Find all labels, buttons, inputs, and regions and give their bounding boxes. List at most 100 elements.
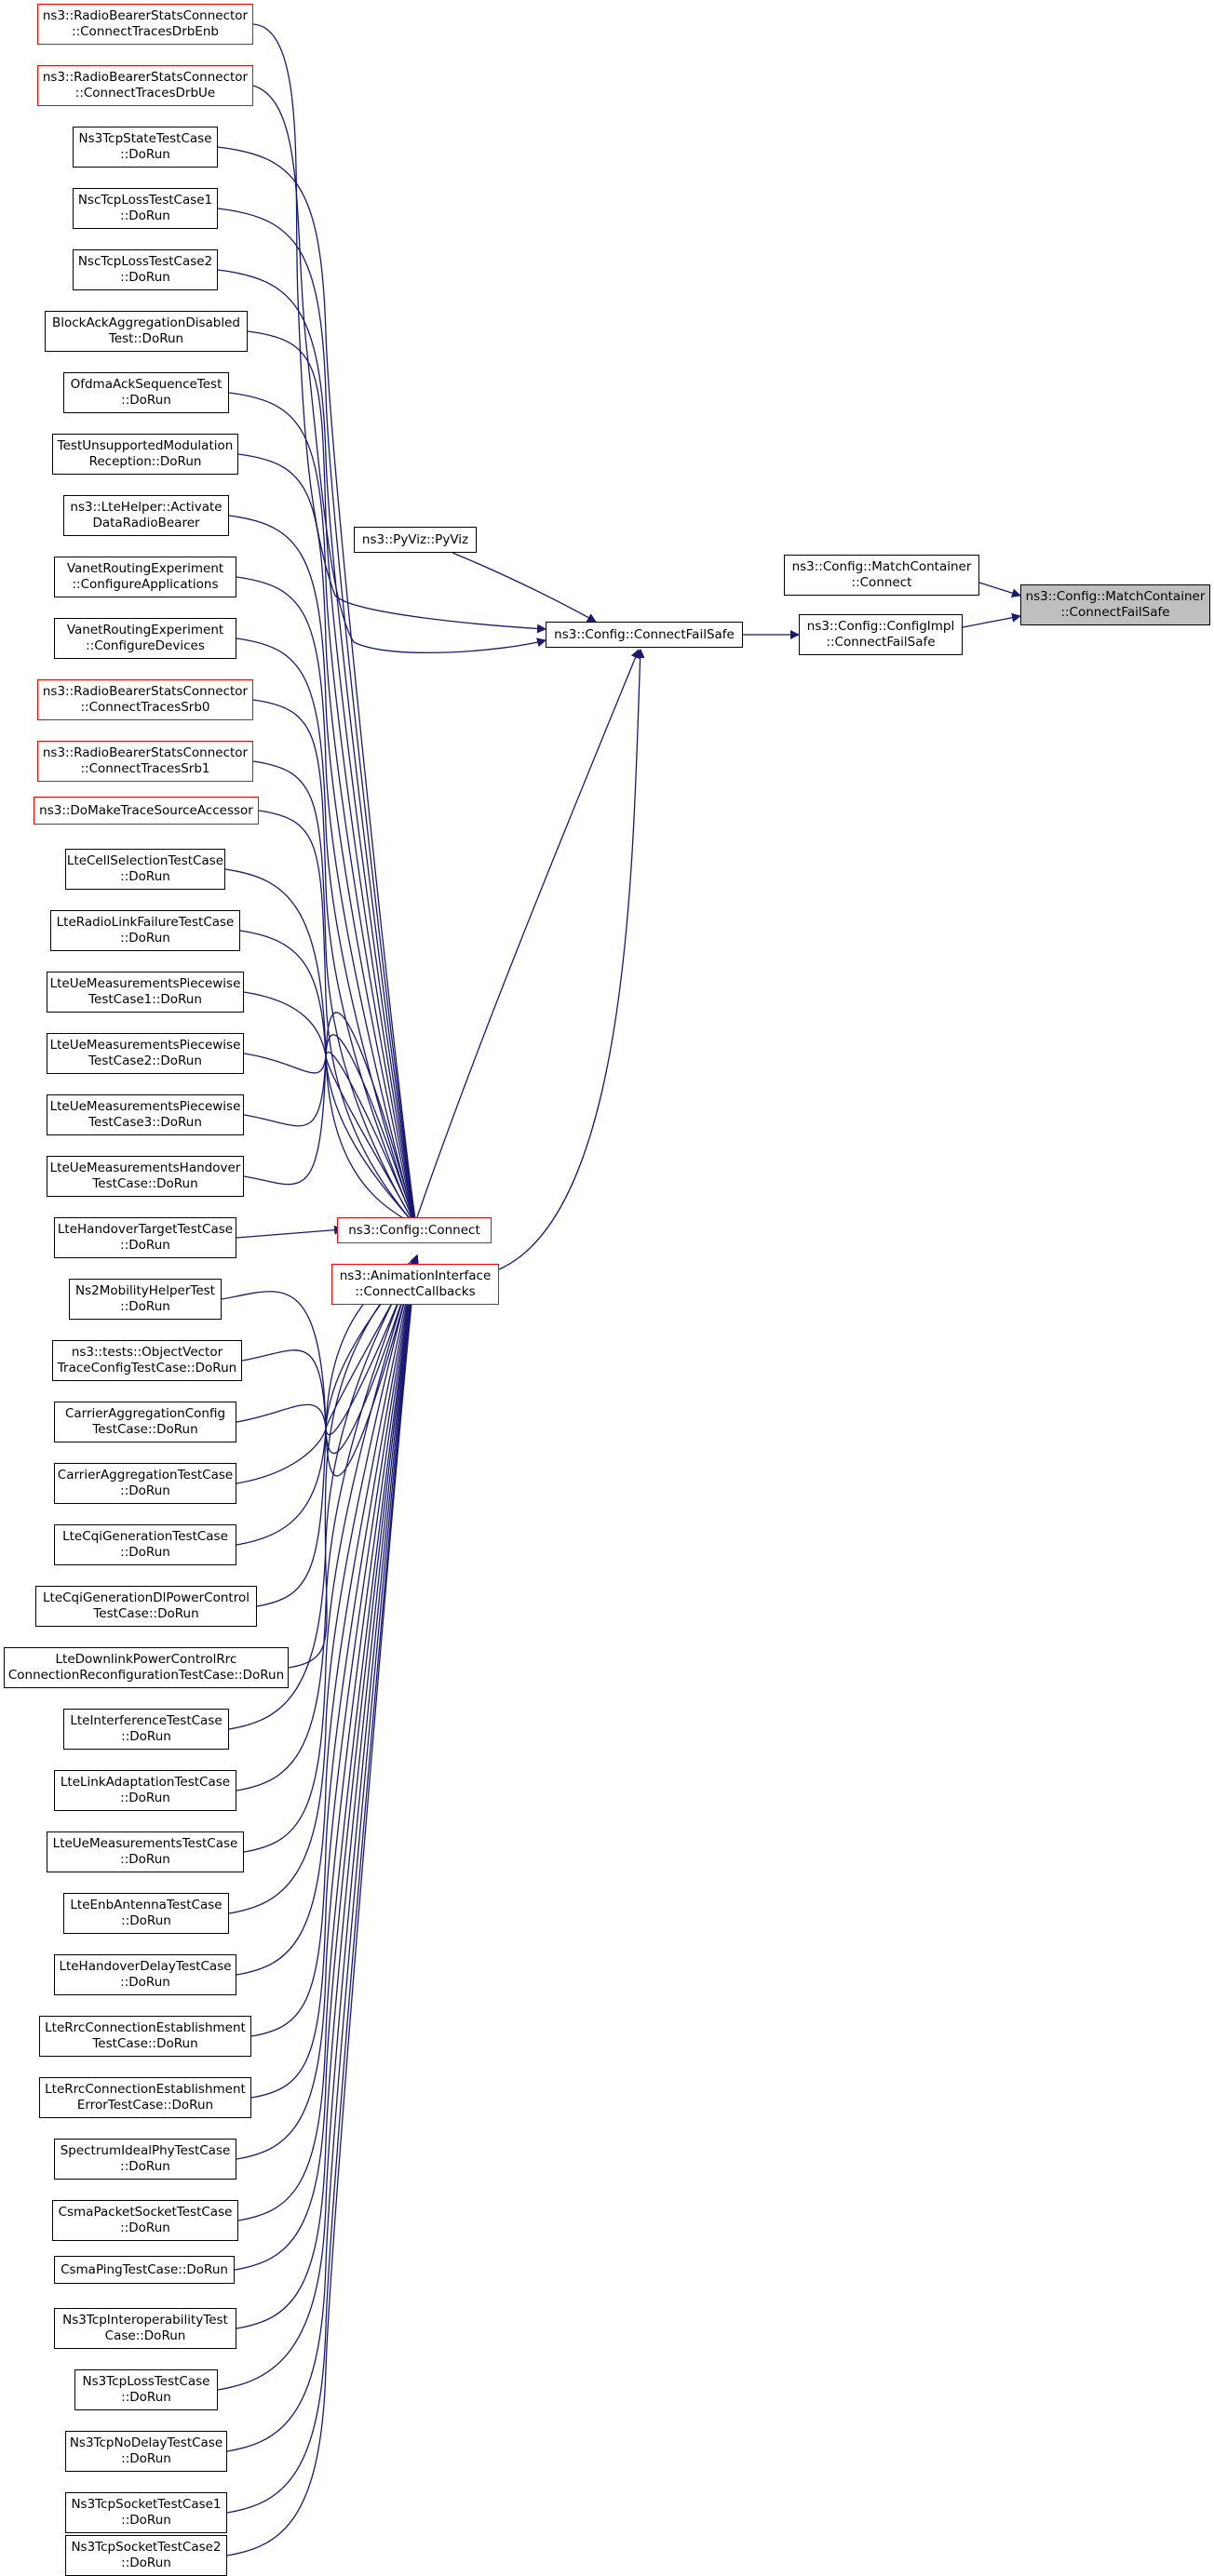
node-ns3-tcp-state-test-case[interactable]: Ns3TcpStateTestCase::DoRun — [73, 127, 218, 168]
node-label-line: Ns3TcpSocketTestCase1 — [71, 2497, 222, 2512]
node-config-impl-connect-fail-safe[interactable]: ns3::Config::ConfigImpl::ConnectFailSafe — [799, 614, 963, 655]
node-ns2-mobility-helper-test[interactable]: Ns2MobilityHelperTest::DoRun — [69, 1279, 222, 1320]
node-ns3-tcp-no-delay-test-case[interactable]: Ns3TcpNoDelayTestCase::DoRun — [65, 2431, 227, 2472]
node-ns3-tcp-socket-test-case2[interactable]: Ns3TcpSocketTestCase2::DoRun — [65, 2535, 227, 2576]
node-label-line: TestCase::DoRun — [92, 1176, 198, 1191]
node-py-viz-py-viz[interactable]: ns3::PyViz::PyViz — [354, 527, 477, 553]
node-lte-ue-measurements-test-case[interactable]: LteUeMeasurementsTestCase::DoRun — [47, 1831, 244, 1872]
node-lte-cqi-generation-test-case[interactable]: LteCqiGenerationTestCase::DoRun — [54, 1524, 236, 1565]
node-label-line: NscTcpLossTestCase1 — [77, 193, 213, 208]
node-ns3-tcp-loss-test-case[interactable]: Ns3TcpLossTestCase::DoRun — [74, 2369, 218, 2410]
node-match-container-connect[interactable]: ns3::Config::MatchContainer::Connect — [784, 555, 979, 596]
node-label-line: ::DoRun — [121, 1913, 171, 1928]
node-label-line: ::DoRun — [120, 1791, 170, 1805]
node-carrier-aggregation-test-case[interactable]: CarrierAggregationTestCase::DoRun — [54, 1463, 236, 1504]
node-label-line: ns3::Config::ConfigImpl — [806, 619, 955, 634]
node-match-container-connect-fail-safe: ns3::Config::MatchContainer::ConnectFail… — [1020, 584, 1210, 625]
node-nsc-tcp-loss-test-case2[interactable]: NscTcpLossTestCase2::DoRun — [73, 249, 218, 290]
edge-to-config-connect — [237, 453, 419, 1230]
node-ns3-tcp-socket-test-case1[interactable]: Ns3TcpSocketTestCase1::DoRun — [65, 2492, 227, 2533]
edge-to-config-connect — [250, 1254, 419, 2099]
node-label-line: CsmaPingTestCase::DoRun — [61, 2261, 228, 2277]
node-csma-ping-test-case[interactable]: CsmaPingTestCase::DoRun — [54, 2256, 235, 2284]
edge-to-connect-fail-safe — [252, 23, 546, 634]
node-label-line: SpectrumIdealPhyTestCase — [60, 2143, 231, 2158]
node-do-make-trace-source-accessor[interactable]: ns3::DoMakeTraceSourceAccessor — [34, 797, 259, 825]
node-nsc-tcp-loss-test-case1[interactable]: NscTcpLossTestCase1::DoRun — [73, 188, 218, 229]
node-label-line: ::ConfigureApplications — [72, 577, 219, 592]
node-vanet-configure-applications[interactable]: VanetRoutingExperiment::ConfigureApplica… — [54, 557, 236, 597]
node-label-line: TestCase3::DoRun — [88, 1115, 202, 1130]
edge-to-config-connect — [236, 637, 419, 1230]
node-lte-link-adaptation-test-case[interactable]: LteLinkAdaptationTestCase::DoRun — [54, 1770, 236, 1811]
node-label-line: Case::DoRun — [104, 2328, 186, 2343]
node-label-line: Ns3TcpSocketTestCase2 — [71, 2540, 222, 2555]
node-connect-traces-srb1[interactable]: ns3::RadioBearerStatsConnector::ConnectT… — [37, 741, 253, 782]
node-connect-traces-drb-enb[interactable]: ns3::RadioBearerStatsConnector::ConnectT… — [37, 4, 253, 45]
node-label-line: TestCase::DoRun — [92, 1422, 198, 1437]
node-label-line: ::DoRun — [120, 869, 170, 884]
node-label-line: Test::DoRun — [108, 331, 184, 346]
edge-to-config-connect — [252, 699, 419, 1230]
node-vanet-configure-devices[interactable]: VanetRoutingExperiment::ConfigureDevices — [54, 618, 236, 659]
node-label-line: LteUeMeasurementsHandover — [49, 1161, 241, 1175]
node-label-line: CarrierAggregationTestCase — [57, 1468, 234, 1483]
node-lte-interference-test-case[interactable]: LteInterferenceTestCase::DoRun — [63, 1709, 229, 1750]
node-label-line: LteRrcConnectionEstablishment — [45, 2020, 246, 2035]
node-label-line: ::DoRun — [120, 2220, 170, 2235]
node-label-line: TestCase::DoRun — [93, 1606, 199, 1621]
node-lte-handover-target-test-case[interactable]: LteHandoverTargetTestCase::DoRun — [54, 1217, 236, 1258]
node-label-line: LteHandoverTargetTestCase — [57, 1222, 234, 1237]
node-label-line: ErrorTestCase::DoRun — [76, 2098, 214, 2113]
node-csma-packet-socket-test-case[interactable]: CsmaPacketSocketTestCase::DoRun — [52, 2200, 238, 2241]
node-connect-traces-drb-ue[interactable]: ns3::RadioBearerStatsConnector::ConnectT… — [37, 65, 253, 106]
node-label-line: Ns2MobilityHelperTest — [75, 1283, 215, 1298]
node-label-line: OfdmaAckSequenceTest — [70, 377, 223, 392]
node-label-line: LteCqiGenerationDlPowerControl — [43, 1590, 250, 1605]
edge-to-config-connect — [236, 1225, 344, 1239]
node-connect-traces-srb0[interactable]: ns3::RadioBearerStatsConnector::ConnectT… — [37, 679, 253, 720]
node-label-line: ::DoRun — [120, 147, 170, 162]
edge-to-match-container-connect-fail-safe — [962, 612, 1021, 628]
node-lte-enb-antenna-test-case[interactable]: LteEnbAntennaTestCase::DoRun — [63, 1893, 229, 1934]
node-label-line: ::DoRun — [120, 1238, 170, 1253]
node-label-line: LteDownlinkPowerControlRrc — [55, 1652, 237, 1667]
node-label-line: ::DoRun — [120, 1299, 170, 1314]
node-label-line: ::DoRun — [120, 931, 170, 946]
node-lte-handover-delay-test-case[interactable]: LteHandoverDelayTestCase::DoRun — [54, 1954, 236, 1995]
node-spectrum-ideal-phy-test-case[interactable]: SpectrumIdealPhyTestCase::DoRun — [54, 2139, 236, 2180]
node-label-line: VanetRoutingExperiment — [66, 561, 224, 576]
node-label-line: Ns3TcpLossTestCase — [82, 2374, 210, 2389]
node-config-connect[interactable]: ns3::Config::Connect — [337, 1217, 492, 1243]
node-label-line: LteRadioLinkFailureTestCase — [56, 915, 235, 930]
node-label-line: DataRadioBearer — [92, 516, 200, 530]
node-lte-radio-link-failure-test-case[interactable]: LteRadioLinkFailureTestCase::DoRun — [50, 910, 240, 951]
node-label-line: ::DoRun — [120, 1545, 170, 1560]
edge-to-config-connect — [237, 1254, 419, 2221]
node-label-line: LteCqiGenerationTestCase — [62, 1529, 228, 1544]
edge-to-config-connect — [243, 1254, 419, 1853]
node-ofdma-ack-sequence-test[interactable]: OfdmaAckSequenceTest::DoRun — [63, 372, 229, 413]
node-lte-cell-selection-test-case[interactable]: LteCellSelectionTestCase::DoRun — [65, 849, 225, 890]
node-animation-interface-connect-callbacks[interactable]: ns3::AnimationInterface::ConnectCallback… — [331, 1264, 499, 1305]
edge-to-config-connect — [228, 392, 419, 1230]
node-label-line: ::DoRun — [121, 2513, 171, 2528]
node-label-line: ns3::RadioBearerStatsConnector — [42, 70, 249, 85]
node-label-line: LteCellSelectionTestCase — [66, 853, 224, 868]
node-label-line: TestCase1::DoRun — [88, 992, 202, 1007]
node-config-connect-fail-safe[interactable]: ns3::Config::ConnectFailSafe — [546, 622, 743, 648]
